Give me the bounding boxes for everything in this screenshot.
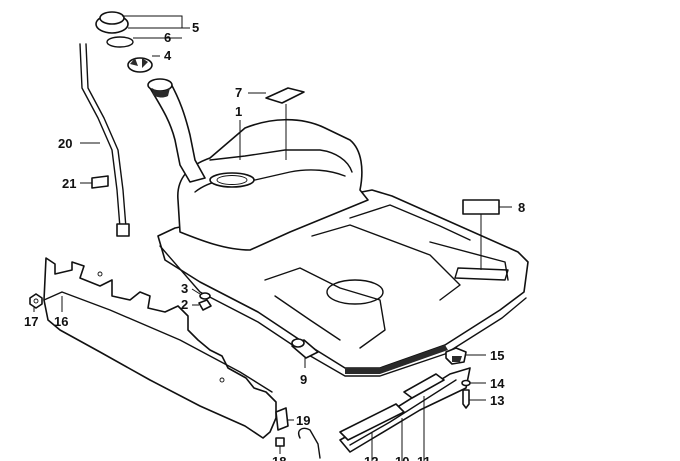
callout-15: 15 <box>490 348 504 363</box>
callout-6: 6 <box>164 30 171 45</box>
tank-floor-rib-5 <box>274 295 341 341</box>
tank-floor-rib-4 <box>264 267 386 349</box>
callout-1: 1 <box>235 104 242 119</box>
filler-inlet-shadow <box>152 88 170 98</box>
callout-3: 3 <box>181 281 188 296</box>
callout-13: 13 <box>490 393 504 408</box>
bolt-2 <box>198 299 212 311</box>
heat-shield-hole-2 <box>219 377 225 383</box>
tank-sump <box>326 279 384 305</box>
callout-21: 21 <box>62 176 76 191</box>
tank-dome <box>177 118 369 251</box>
tank-base-shadow <box>345 345 448 374</box>
heat-shield-front <box>43 257 277 439</box>
strap-pad-11 <box>403 373 445 399</box>
callout-14: 14 <box>490 376 505 391</box>
vent-pipe-20 <box>79 43 130 237</box>
callout-labels: 1 2 3 4 5 6 7 8 9 10 11 12 13 14 15 16 1… <box>24 20 525 461</box>
filler-cap-top <box>99 11 125 25</box>
callout-17: 17 <box>24 314 38 329</box>
tank-dome-saddle <box>209 149 353 173</box>
bolt-13 <box>462 389 470 409</box>
filler-hose <box>149 81 206 183</box>
filler-neck <box>147 78 206 183</box>
callout-12: 12 <box>364 454 378 461</box>
tank-floor-rib-2 <box>349 204 471 241</box>
callout-19: 19 <box>296 413 310 428</box>
washer-14 <box>461 379 471 387</box>
tank-sender-ring-inner <box>216 175 248 185</box>
ring-4-teeth <box>130 58 148 68</box>
strap-hook <box>298 427 321 459</box>
callout-8: 8 <box>518 200 525 215</box>
callout-18: 18 <box>272 454 286 461</box>
callout-20: 20 <box>58 136 72 151</box>
callout-4: 4 <box>164 48 172 63</box>
heat-shield-fold <box>43 291 273 393</box>
callout-7: 7 <box>235 85 242 100</box>
callout-5: 5 <box>192 20 199 35</box>
nut-17 <box>29 293 43 309</box>
pad-8 <box>462 199 500 215</box>
vent-pipe <box>79 43 121 229</box>
filler-cap-assembly <box>95 11 153 73</box>
bolt-18 <box>275 437 285 447</box>
fuel-tank <box>157 118 529 377</box>
bracket-19 <box>275 407 289 431</box>
label-plate-7 <box>265 87 305 104</box>
clip-21 <box>91 175 109 189</box>
heat-shield-16 <box>43 257 277 439</box>
tank-base-rim <box>159 245 527 377</box>
gasket-6 <box>106 36 134 48</box>
ring-4 <box>127 57 153 73</box>
strap-assembly <box>298 367 471 459</box>
tank-floor-rib-1 <box>311 224 461 301</box>
tank-dome-ridge <box>194 169 346 193</box>
callout-9: 9 <box>300 372 307 387</box>
callout-10: 10 <box>395 454 409 461</box>
callout-2: 2 <box>181 297 188 312</box>
strap-10-inner <box>349 379 457 446</box>
vent-pipe-outer <box>85 43 127 229</box>
washer-3 <box>199 292 211 300</box>
callout-11: 11 <box>417 454 431 461</box>
strap-10 <box>339 367 471 453</box>
heat-shield-hole-1 <box>97 271 103 277</box>
tank-pad-zone <box>454 267 509 281</box>
callout-16: 16 <box>54 314 68 329</box>
vent-pipe-end <box>116 223 130 237</box>
strap-pad-12 <box>339 403 405 441</box>
